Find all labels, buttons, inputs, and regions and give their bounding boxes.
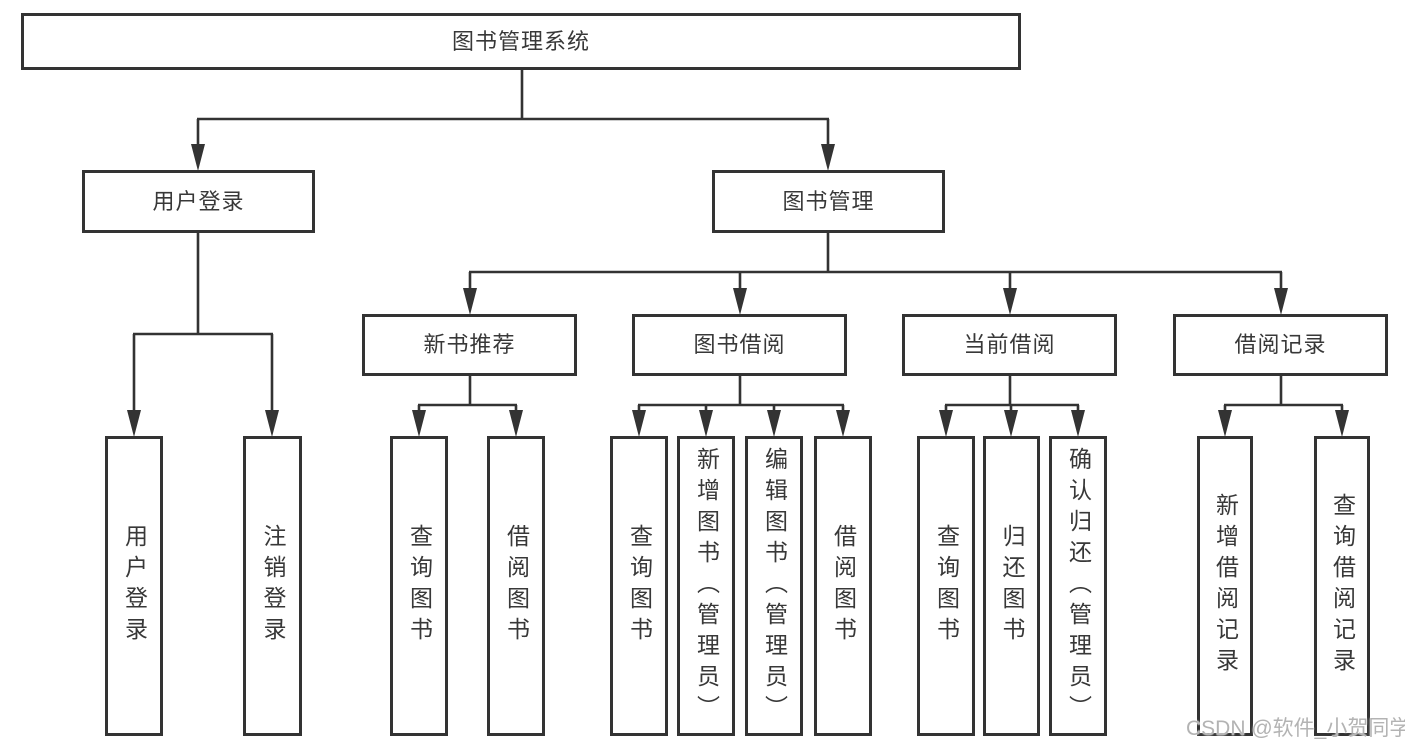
leaf-query-books-current: 查询图书: [917, 436, 975, 736]
node-book-management-label: 图书管理: [782, 188, 875, 214]
leaf-query-books-recommend: 查询图书: [390, 436, 448, 736]
leaf-borrow-books-recommend-label: 借阅图书: [503, 524, 530, 648]
node-current-borrowing: 当前借阅: [902, 314, 1117, 376]
watermark: CSDN @软件_小贺同学: [1186, 717, 1405, 740]
node-book-borrowing-label: 图书借阅: [693, 332, 786, 357]
leaf-borrow-books-label: 借阅图书: [830, 524, 857, 648]
leaf-confirm-return-admin: 确认归还（管理员）: [1049, 436, 1107, 736]
node-book-management: 图书管理: [712, 170, 945, 233]
node-borrowing-records-label: 借阅记录: [1234, 332, 1327, 357]
leaf-logout-label: 注销登录: [260, 524, 286, 648]
leaf-query-borrow-record-label: 查询借阅记录: [1329, 493, 1356, 679]
leaf-borrow-books: 借阅图书: [814, 436, 872, 736]
leaf-borrow-books-recommend: 借阅图书: [487, 436, 545, 736]
leaf-query-books-borrowing: 查询图书: [610, 436, 668, 736]
leaf-confirm-return-admin-label: 确认归还（管理员）: [1065, 446, 1092, 726]
node-user-login: 用户登录: [82, 170, 315, 233]
node-book-borrowing: 图书借阅: [632, 314, 847, 376]
leaf-add-borrow-record: 新增借阅记录: [1197, 436, 1253, 736]
leaf-query-books-borrowing-label: 查询图书: [626, 524, 653, 648]
node-new-book-recommend-label: 新书推荐: [423, 332, 516, 357]
node-current-borrowing-label: 当前借阅: [963, 332, 1056, 357]
node-root: 图书管理系统: [21, 13, 1021, 70]
node-user-login-label: 用户登录: [152, 188, 245, 214]
leaf-add-books-admin-label: 新增图书（管理员）: [693, 446, 720, 726]
leaf-logout: 注销登录: [243, 436, 302, 736]
leaf-add-borrow-record-label: 新增借阅记录: [1212, 493, 1239, 679]
leaf-user-login-label: 用户登录: [121, 524, 148, 648]
leaf-query-books-current-label: 查询图书: [933, 524, 960, 648]
leaf-edit-books-admin-label: 编辑图书（管理员）: [761, 446, 788, 726]
leaf-query-borrow-record: 查询借阅记录: [1314, 436, 1370, 736]
leaf-user-login: 用户登录: [105, 436, 163, 736]
leaf-add-books-admin: 新增图书（管理员）: [677, 436, 735, 736]
leaf-return-books-label: 归还图书: [999, 524, 1025, 648]
node-root-label: 图书管理系统: [451, 28, 590, 54]
node-borrowing-records: 借阅记录: [1173, 314, 1388, 376]
leaf-edit-books-admin: 编辑图书（管理员）: [745, 436, 803, 736]
node-new-book-recommend: 新书推荐: [362, 314, 577, 376]
leaf-return-books: 归还图书: [983, 436, 1040, 736]
leaf-query-books-recommend-label: 查询图书: [406, 524, 433, 648]
